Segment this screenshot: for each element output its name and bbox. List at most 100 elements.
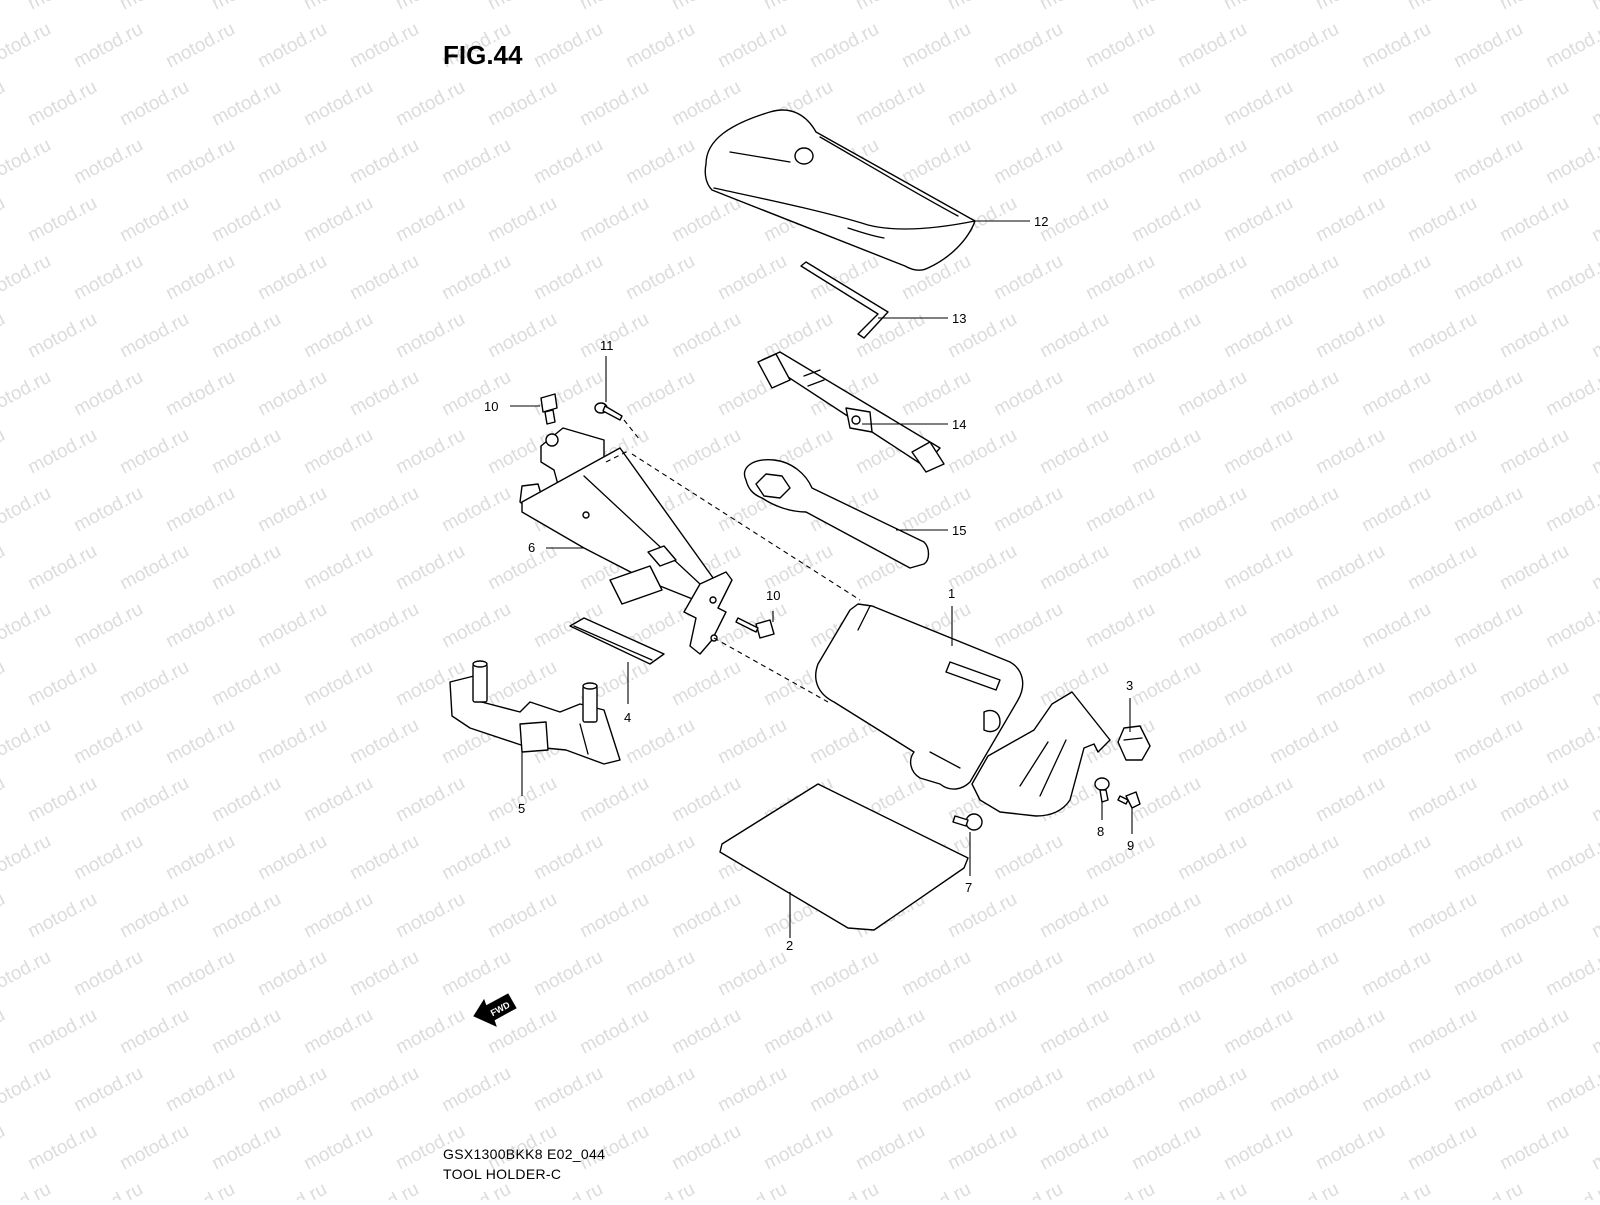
watermark-text: motod.ru [300, 541, 376, 595]
watermark-text: motod.ru [346, 831, 422, 885]
watermark-text: motod.ru [990, 19, 1066, 73]
watermark-text: motod.ru [1266, 715, 1342, 769]
callout-2: 2 [786, 938, 793, 953]
watermark-text: motod.ru [1450, 251, 1526, 305]
callout-12: 12 [1034, 214, 1048, 229]
watermark-text: motod.ru [0, 599, 55, 653]
watermark-text: motod.ru [392, 425, 468, 479]
watermark-text: motod.ru [1496, 1121, 1572, 1175]
watermark-text: motod.ru [300, 773, 376, 827]
watermark-text: motod.ru [530, 19, 606, 73]
watermark-text: motod.ru [0, 1063, 55, 1117]
fwd-arrow-icon: FWD [473, 993, 517, 1027]
watermark-text: motod.ru [116, 541, 192, 595]
watermark-text: motod.ru [162, 831, 238, 885]
watermark-text: motod.ru [162, 1063, 238, 1117]
watermark-text: motod.ru [70, 19, 146, 73]
watermark-text: motod.ru [24, 773, 100, 827]
watermark-text: motod.ru [1404, 657, 1480, 711]
part-1-cover [971, 691, 1111, 817]
watermark-text: motod.ru [1404, 541, 1480, 595]
watermark-text: motod.ru [1082, 19, 1158, 73]
watermark-text: motod.ru [24, 657, 100, 711]
watermark-text: motod.ru [116, 1121, 192, 1175]
figure-code: GSX1300BKK8 E02_044 [443, 1146, 606, 1162]
watermark-text: motod.ru [1450, 1179, 1526, 1200]
watermark-text: motod.ru [254, 831, 330, 885]
watermark-text: motod.ru [162, 135, 238, 189]
watermark-text: motod.ru [0, 0, 9, 14]
watermark-text: motod.ru [1266, 483, 1342, 537]
watermark-text: motod.ru [24, 541, 100, 595]
watermark-text: motod.ru [1404, 1121, 1480, 1175]
watermark-text: motod.ru [70, 1179, 146, 1200]
watermark-text: motod.ru [530, 367, 606, 421]
part-9-screw [1117, 791, 1141, 809]
watermark-text: motod.ru [1312, 77, 1388, 131]
watermark-text: motod.ru [438, 1063, 514, 1117]
watermark-text: motod.ru [1312, 773, 1388, 827]
watermark-text: motod.ru [1358, 367, 1434, 421]
watermark-text: motod.ru [1174, 483, 1250, 537]
watermark-text: motod.ru [1036, 309, 1112, 363]
watermark-text: motod.ru [300, 0, 376, 14]
watermark-text: motod.ru [668, 889, 744, 943]
watermark-text: motod.ru [0, 657, 9, 711]
watermark-text: motod.ru [1128, 889, 1204, 943]
watermark-text: motod.ru [760, 1005, 836, 1059]
watermark-text: motod.ru [208, 1005, 284, 1059]
watermark-text: motod.ru [24, 1121, 100, 1175]
part-6-bracket [519, 419, 733, 655]
watermark-text: motod.ru [254, 19, 330, 73]
watermark-text: motod.ru [0, 831, 55, 885]
watermark-text: motod.ru [576, 889, 652, 943]
watermark-text: motod.ru [162, 483, 238, 537]
watermark-text: motod.ru [70, 715, 146, 769]
watermark-text: motod.ru [1588, 541, 1600, 595]
part-10-bolt-top [540, 393, 558, 425]
watermark-text: motod.ru [254, 367, 330, 421]
watermark-text: motod.ru [1358, 19, 1434, 73]
watermark-text: motod.ru [530, 251, 606, 305]
watermark-text: motod.ru [484, 193, 560, 247]
watermark-text: motod.ru [760, 0, 836, 14]
watermark-text: motod.ru [346, 947, 422, 1001]
watermark-text: motod.ru [898, 1063, 974, 1117]
guide-line [631, 453, 861, 601]
watermark-text: motod.ru [1496, 77, 1572, 131]
watermark-text: motod.ru [1542, 1063, 1600, 1117]
watermark-text: motod.ru [1404, 425, 1480, 479]
callout-10-top: 10 [484, 399, 498, 414]
watermark-text: motod.ru [990, 135, 1066, 189]
watermark-text: motod.ru [0, 1179, 55, 1200]
watermark-text: motod.ru [1496, 193, 1572, 247]
watermark-text: motod.ru [254, 947, 330, 1001]
watermark-text: motod.ru [990, 599, 1066, 653]
watermark-text: motod.ru [0, 19, 55, 73]
watermark-text: motod.ru [1128, 1121, 1204, 1175]
watermark-text: motod.ru [1082, 947, 1158, 1001]
watermark-text: motod.ru [116, 1005, 192, 1059]
figure-title: FIG.44 [443, 40, 523, 70]
watermark-text: motod.ru [1450, 947, 1526, 1001]
watermark-text: motod.ru [806, 1063, 882, 1117]
watermark-text: motod.ru [898, 19, 974, 73]
callout-labels: 1 2 3 4 5 6 7 8 9 10 10 11 12 13 14 15 [484, 214, 1134, 953]
watermark-text: motod.ru [1588, 1005, 1600, 1059]
callout-1: 1 [948, 586, 955, 601]
watermark-text: motod.ru [1036, 425, 1112, 479]
watermark-text: motod.ru [392, 889, 468, 943]
callout-7: 7 [965, 880, 972, 895]
watermark-text: motod.ru [1404, 773, 1480, 827]
watermark-text: motod.ru [622, 19, 698, 73]
watermark-text: motod.ru [438, 831, 514, 885]
watermark-text: motod.ru [162, 1179, 238, 1200]
watermark-text: motod.ru [1542, 483, 1600, 537]
watermark-text: motod.ru [622, 947, 698, 1001]
callout-13: 13 [952, 311, 966, 326]
watermark-text: motod.ru [1128, 541, 1204, 595]
watermark-text: motod.ru [346, 367, 422, 421]
part-15-ring-wrench [743, 459, 930, 569]
watermark-text: motod.ru [1496, 541, 1572, 595]
watermark-text: motod.ru [1220, 0, 1296, 14]
